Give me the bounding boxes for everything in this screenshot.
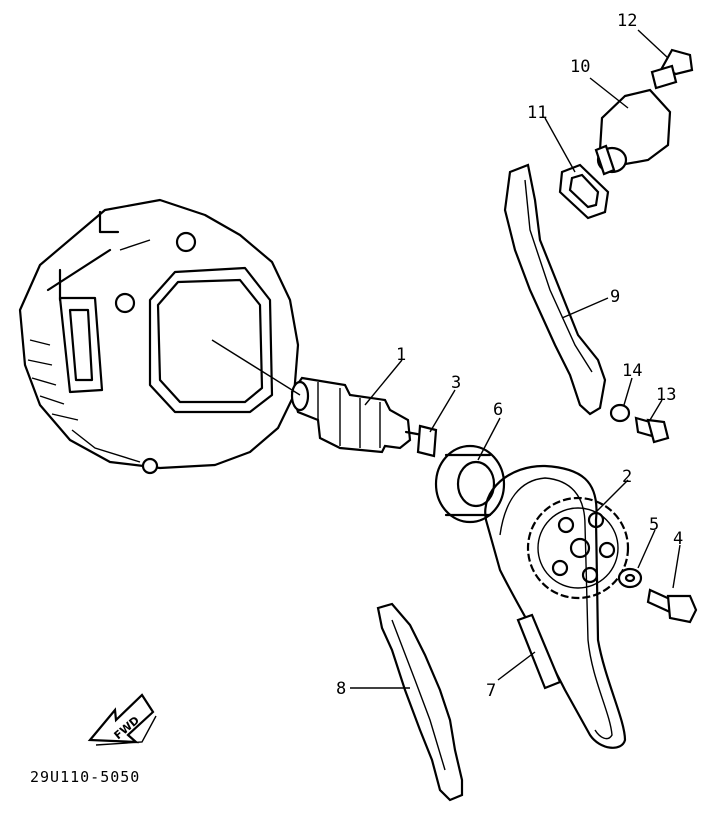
bearing xyxy=(434,444,506,524)
chain-tensioner xyxy=(594,88,672,176)
tensioner-cap-bolt xyxy=(650,48,694,90)
sprocket-bolt xyxy=(646,588,698,624)
callout-4: 4 xyxy=(673,529,683,549)
callout-13: 13 xyxy=(656,385,676,405)
callout-2: 2 xyxy=(622,467,632,487)
leader-lines xyxy=(211,29,681,689)
tensioner-guide xyxy=(503,163,607,416)
callout-11: 11 xyxy=(527,103,547,123)
callout-3: 3 xyxy=(451,373,461,393)
dowel-pin xyxy=(416,424,438,458)
callout-10: 10 xyxy=(570,57,590,77)
callout-8: 8 xyxy=(336,679,346,699)
callout-1: 1 xyxy=(396,345,406,365)
timing-chain xyxy=(484,464,627,749)
gasket xyxy=(558,163,610,220)
callout-14: 14 xyxy=(622,361,642,381)
guide-bolt xyxy=(634,416,670,444)
washer xyxy=(617,567,643,589)
callout-9: 9 xyxy=(610,287,620,307)
cylinder-head xyxy=(18,198,300,475)
camshaft xyxy=(290,376,430,454)
chain-guide xyxy=(376,602,464,802)
reference-code: 29U110-5050 xyxy=(30,768,140,786)
callout-5: 5 xyxy=(649,515,659,535)
camshaft-sprocket xyxy=(526,496,630,600)
guide-washer xyxy=(609,403,631,423)
callout-12: 12 xyxy=(617,11,637,31)
callout-6: 6 xyxy=(493,400,503,420)
fwd-direction-arrow: FWD xyxy=(87,693,157,746)
callout-7: 7 xyxy=(486,681,496,701)
